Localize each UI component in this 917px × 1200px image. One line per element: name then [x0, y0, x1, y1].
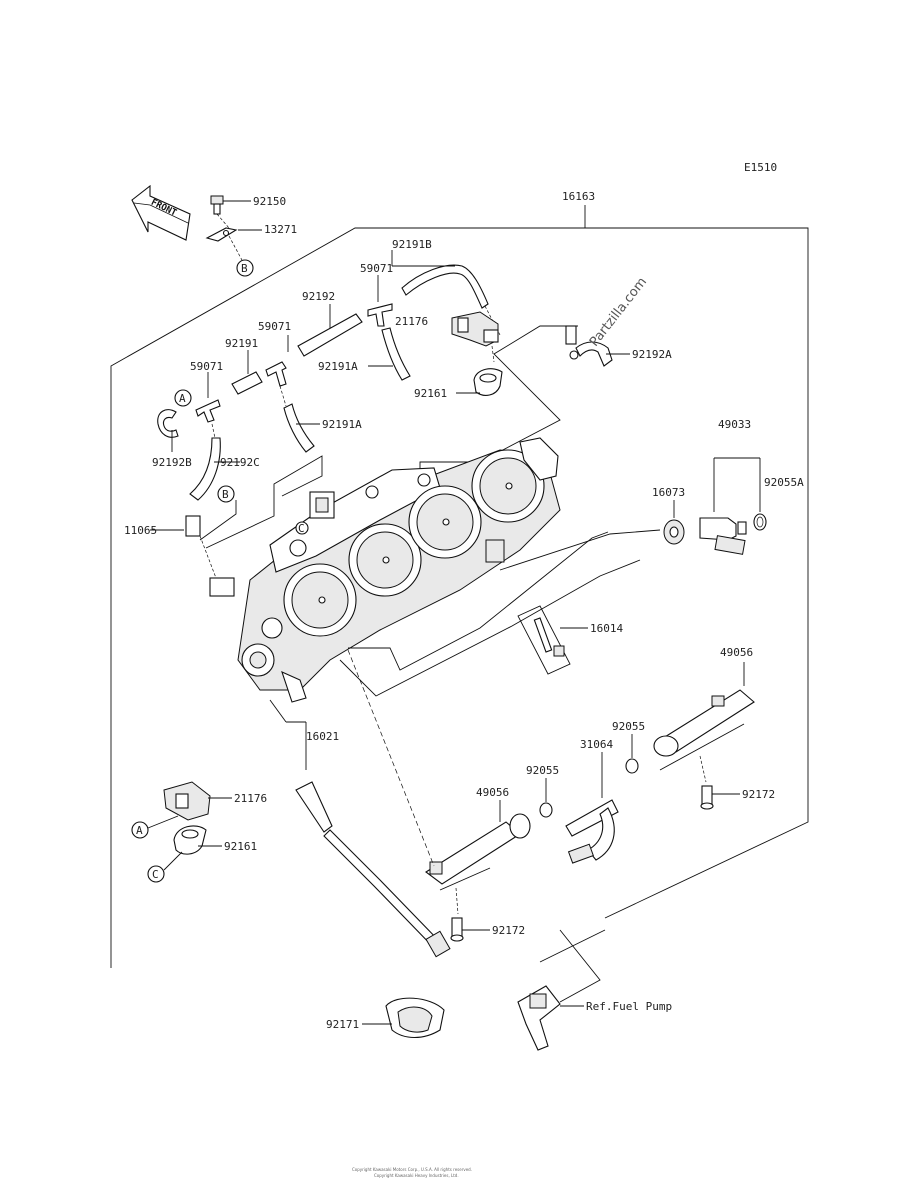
fuel-rail-49056-upper [653, 662, 755, 783]
label-16163: 16163 [562, 190, 595, 203]
label-59071-a: 59071 [360, 262, 393, 275]
label-92172-lower: 92172 [492, 924, 525, 937]
seal-16073 [663, 500, 685, 545]
label-49056-lower: 49056 [476, 786, 509, 799]
label-31064: 31064 [580, 738, 613, 751]
throttle-bore-4 [471, 449, 545, 523]
label-92055-upper: 92055 [612, 720, 645, 733]
label-92192c: 92192C [220, 456, 260, 469]
clamp-92161-lower [173, 825, 222, 855]
sensor-connector-right [485, 437, 559, 563]
sensor-connector-top [309, 491, 335, 519]
o-ring-92055-upper [625, 734, 639, 774]
clamp-92161-top [456, 368, 503, 396]
svg-text:C: C [298, 522, 305, 535]
screw-16014 [517, 605, 588, 675]
fuel-rail-49056-lower [425, 800, 531, 915]
plug-11065 [150, 500, 237, 579]
fuel-pump-connector [517, 929, 601, 1051]
throttle-bore-1 [283, 563, 357, 637]
callout-a-left: A [174, 389, 192, 407]
joint-pipe-31064 [565, 752, 619, 864]
joint-59071-left [195, 372, 221, 439]
label-16021: 16021 [306, 730, 339, 743]
svg-text:A: A [136, 824, 143, 837]
throttle-bore-2 [348, 523, 422, 597]
bolt-92172-upper [700, 785, 740, 810]
label-92191a-lower: 92191A [322, 418, 362, 431]
label-92192: 92192 [302, 290, 335, 303]
label-11065: 11065 [124, 524, 157, 537]
label-16014: 16014 [590, 622, 623, 635]
label-13271: 13271 [264, 223, 297, 236]
svg-text:B: B [222, 488, 229, 501]
bolt-92150 [210, 195, 251, 215]
svg-text:A: A [179, 392, 186, 405]
injector-49033 [699, 517, 747, 555]
throttle-body-assembly [209, 437, 561, 703]
hose-92191a-lower [279, 385, 320, 453]
sensor-21176-lower [163, 781, 232, 821]
callout-b-top: B [236, 259, 254, 277]
hose-92191a-upper [368, 327, 411, 381]
label-16073: 16073 [652, 486, 685, 499]
label-21176-a: 21176 [395, 315, 428, 328]
callout-a-lower: A [131, 815, 179, 839]
label-59071-c: 59071 [190, 360, 223, 373]
callout-c-lower: C [147, 851, 183, 883]
label-92171: 92171 [326, 1018, 359, 1031]
clamp-92192b [157, 409, 179, 452]
throttle-bore-3 [408, 485, 482, 559]
joint-59071-top [367, 275, 393, 327]
label-49056-upper: 49056 [720, 646, 753, 659]
label-92161-lower: 92161 [224, 840, 257, 853]
cable-16021 [269, 699, 451, 958]
svg-text:B: B [241, 262, 248, 275]
label-92161-top: 92161 [414, 387, 447, 400]
label-92192a: 92192A [632, 348, 672, 361]
copyright-line-2: Copyright Kawasaki Heavy Industries, Ltd… [374, 1173, 459, 1178]
label-92150: 92150 [253, 195, 286, 208]
throttle-linkage [209, 577, 307, 703]
label-92191: 92191 [225, 337, 258, 350]
diagram-code: E1510 [744, 161, 777, 174]
hose-92191 [231, 350, 263, 395]
hose-92192 [297, 304, 363, 357]
copyright-line-1: Copyright Kawasaki Motors Corp., U.S.A. … [352, 1167, 472, 1172]
label-92055a: 92055A [764, 476, 804, 489]
label-92192b: 92192B [152, 456, 192, 469]
svg-text:C: C [152, 868, 159, 881]
gasket-13271 [205, 213, 262, 263]
watermark: Partzilla.com [587, 275, 650, 350]
label-59071-b: 59071 [258, 320, 291, 333]
clamp-92192a [565, 325, 630, 367]
label-21176-lower: 21176 [234, 792, 267, 805]
hose-92192c [189, 437, 240, 501]
callout-b-mid: B [217, 485, 235, 503]
bracket-92171 [362, 997, 445, 1039]
label-92055-lower: 92055 [526, 764, 559, 777]
label-ref-fuel-pump: Ref.Fuel Pump [586, 1000, 672, 1013]
sensor-21176-top [451, 311, 499, 363]
bolt-92172-lower [450, 917, 490, 942]
label-92172-upper: 92172 [742, 788, 775, 801]
callout-c-mid: C [295, 521, 309, 535]
label-92191a-upper: 92191A [318, 360, 358, 373]
joint-59071-mid [265, 335, 289, 387]
o-ring-92055-lower [539, 778, 553, 818]
o-ring-92055a [753, 513, 767, 531]
label-49033: 49033 [718, 418, 751, 431]
label-92191b: 92191B [392, 238, 432, 251]
front-arrow-icon: FRONT [131, 184, 191, 241]
